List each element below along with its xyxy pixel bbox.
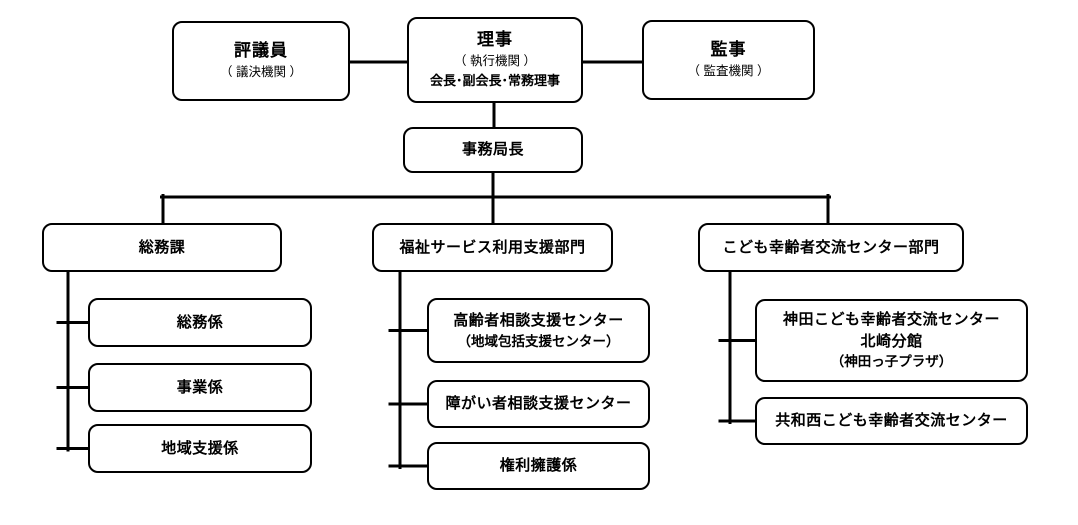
node-welfare-service-support-dept: 福祉サービス利用支援部門 [372, 223, 613, 272]
node-community-support-section-label: 地域支援係 [161, 439, 239, 457]
node-auditors-subtitle: （ 監査機関 ） [687, 64, 770, 79]
department-distribution-connectors [160, 194, 831, 227]
node-kyowa-nishi-center-label: 共和西こども幸齢者交流センター [775, 412, 1008, 430]
node-secretary-general: 事務局長 [403, 127, 583, 173]
node-kodomo-korei-center-dept-title: こども幸齢者交流センター部門 [722, 238, 940, 256]
node-kyowa-nishi-center: 共和西こども幸齢者交流センター [755, 397, 1028, 445]
node-business-section-label: 事業係 [176, 378, 224, 396]
node-elderly-consultation-center-sublabel: （地域包括支援センター） [457, 333, 620, 349]
node-elderly-consultation-center-label: 高齢者相談支援センター [453, 311, 624, 329]
dept1-child-connectors [56, 268, 92, 452]
node-kodomo-korei-center-dept: こども幸齢者交流センター部門 [698, 223, 964, 272]
node-rights-advocacy-section-label: 権利擁護係 [499, 457, 578, 475]
node-community-support-section: 地域支援係 [88, 424, 312, 473]
node-general-affairs-section-label: 総務係 [176, 313, 224, 331]
node-elderly-consultation-center: 高齢者相談支援センター （地域包括支援センター） [427, 298, 650, 363]
node-kanda-center-kitazaki-branch: 神田こども幸齢者交流センター 北崎分館 （神田っ子プラザ） [755, 299, 1028, 382]
node-councilors: 評議員 （ 議決機関 ） [172, 21, 350, 101]
node-councilors-subtitle: （ 議決機関 ） [220, 65, 302, 80]
node-disability-consultation-center-label: 障がい者相談支援センター [445, 395, 632, 413]
node-auditors: 監事 （ 監査機関 ） [642, 20, 815, 100]
node-directors: 理事 （ 執行機関 ） 会長･副会長･常務理事 [407, 17, 583, 103]
node-general-affairs-division: 総務課 [42, 223, 282, 272]
node-directors-subtitle: （ 執行機関 ） [454, 54, 536, 69]
node-disability-consultation-center: 障がい者相談支援センター [427, 380, 650, 428]
node-kanda-center-label: 神田こども幸齢者交流センター [782, 310, 1000, 328]
dept2-child-connectors [388, 268, 431, 469]
node-general-affairs-section: 総務係 [88, 298, 312, 347]
node-rights-advocacy-section: 権利擁護係 [427, 442, 650, 490]
node-directors-title: 理事 [477, 30, 513, 50]
node-kitazaki-branch-label: 北崎分館 [860, 332, 923, 350]
node-kanda-center-sublabel: （神田っ子プラザ） [830, 354, 953, 370]
node-auditors-title: 監事 [710, 40, 747, 60]
node-secretary-general-title: 事務局長 [461, 141, 524, 159]
node-councilors-title: 評議員 [234, 41, 288, 61]
node-business-section: 事業係 [88, 363, 312, 412]
node-welfare-service-support-dept-title: 福祉サービス利用支援部門 [399, 238, 586, 256]
dept3-child-connectors [718, 268, 759, 424]
node-directors-roles: 会長･副会長･常務理事 [429, 73, 560, 89]
node-general-affairs-division-title: 総務課 [138, 238, 186, 256]
